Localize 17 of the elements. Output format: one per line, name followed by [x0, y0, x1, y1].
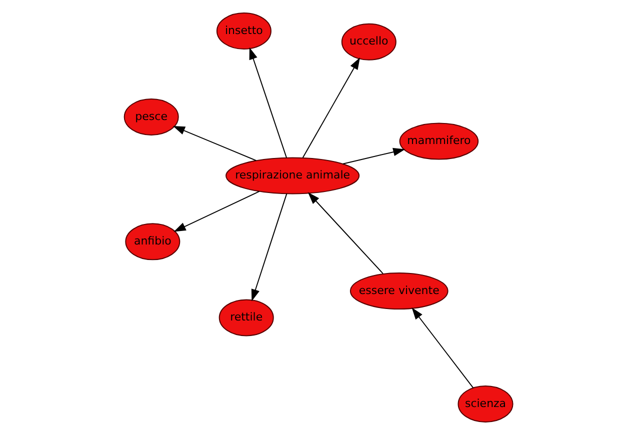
arrow [251, 192, 288, 301]
node-ellipse: insetto [216, 12, 272, 49]
arrow [172, 125, 257, 161]
arrow [412, 307, 474, 388]
arrow [342, 147, 406, 164]
arrow [308, 192, 384, 274]
node-ellipse: rettile [218, 298, 274, 336]
node-ellipse: essere vivente [350, 272, 448, 310]
node-ellipse: anfibio [125, 222, 180, 260]
node-ellipse: pesce [124, 98, 179, 135]
arrow [249, 46, 288, 158]
arrow [302, 57, 360, 158]
node-ellipse: respirazione animale [226, 156, 360, 194]
node-ellipse: mammifero [399, 122, 479, 160]
arrow [174, 190, 260, 232]
node-ellipse: scienza [458, 385, 514, 422]
node-ellipse: uccello [341, 22, 396, 60]
